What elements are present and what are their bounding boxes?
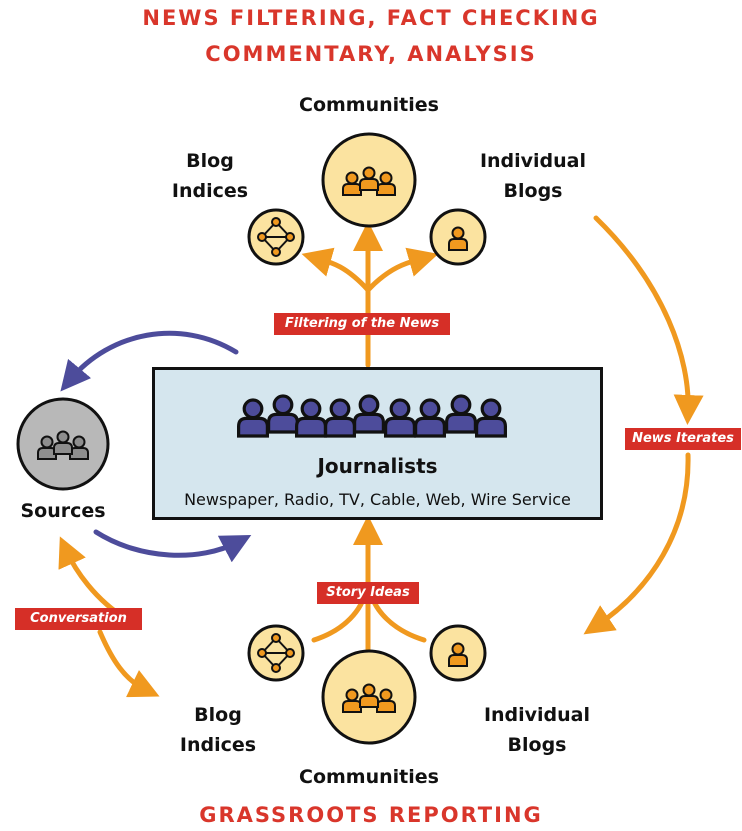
journalists-box: Journalists Newspaper, Radio, TV, Cable,…: [152, 367, 603, 520]
top-blog-indices-node: [247, 208, 305, 266]
network-icon: [257, 633, 295, 673]
journalists-title: Journalists: [317, 454, 438, 478]
top-heading-line2: COMMENTARY, ANALYSIS: [205, 42, 537, 66]
top-individual-blogs-label-line1: Individual: [479, 150, 587, 172]
arrow-journalists-to-sources: [60, 330, 239, 392]
sources-label: Sources: [20, 500, 106, 522]
arrow-news-iterates-down: [593, 215, 704, 425]
bottom-individual-blogs-node: [429, 624, 487, 682]
communities-icon: [342, 683, 396, 713]
bottom-communities-label: Communities: [299, 766, 439, 788]
sources-node: [16, 397, 110, 491]
arrow-news-iterates-return: [583, 452, 691, 635]
story-ideas-tag: Story Ideas: [317, 582, 419, 604]
top-communities-label: Communities: [299, 94, 439, 116]
top-blog-indices-label-line1: Blog: [186, 150, 234, 172]
journalists-people-icon: [237, 394, 507, 438]
journalists-subtitle: Newspaper, Radio, TV, Cable, Web, Wire S…: [184, 490, 571, 509]
top-communities-node: [321, 132, 417, 228]
top-heading-line1: NEWS FILTERING, FACT CHECKING: [142, 6, 600, 30]
top-fanout-arrows: [301, 221, 439, 368]
bottom-blog-indices-label-line2: Indices: [179, 734, 257, 756]
bottom-communities-node: [321, 649, 417, 745]
filtering-tag: Filtering of the News: [274, 313, 450, 335]
arrow-to-top-blog-indices: [301, 247, 371, 293]
news-iterates-tag: News Iterates: [625, 428, 741, 450]
communities-icon: [342, 166, 396, 196]
bottom-blog-indices-label-line1: Blog: [194, 704, 242, 726]
bottom-heading: GRASSROOTS REPORTING: [199, 803, 543, 827]
top-blog-indices-label-line2: Indices: [171, 180, 249, 202]
top-individual-blogs-node: [429, 208, 487, 266]
arrow-to-top-individual-blogs: [365, 247, 439, 293]
bottom-individual-blogs-label-line1: Individual: [483, 704, 591, 726]
arrow-sources-to-journalists: [93, 529, 252, 563]
conversation-tag: Conversation: [15, 608, 142, 630]
arrow-conversation-down: [97, 629, 160, 698]
network-icon: [257, 217, 295, 257]
bottom-individual-blogs-label-line2: Blogs: [507, 734, 567, 756]
top-individual-blogs-label-line2: Blogs: [503, 180, 563, 202]
bottom-blog-indices-node: [247, 624, 305, 682]
